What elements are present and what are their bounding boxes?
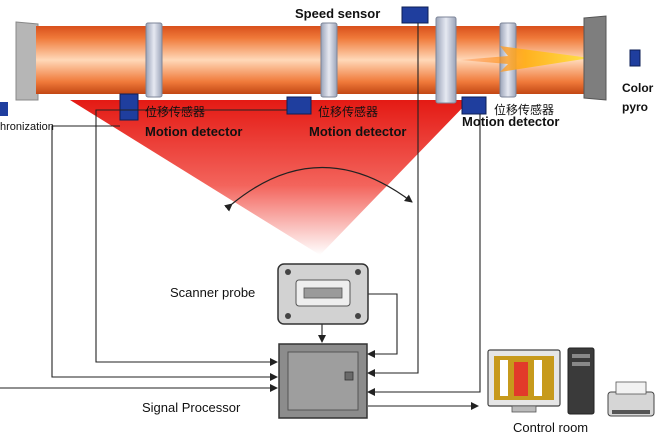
kiln-hood — [583, 15, 607, 101]
wire-motion-2 — [95, 109, 287, 366]
speed-sensor-icon — [401, 6, 429, 24]
motion-detector-icon-2 — [286, 96, 312, 115]
signal-processor-box — [278, 343, 368, 419]
motion-detector-icon-3 — [461, 96, 487, 115]
scanner-probe — [277, 263, 369, 325]
label-motion-en-2: Motion detector — [309, 124, 407, 139]
label-motion-cn-2: 位移传感器 — [318, 104, 378, 119]
wire-speed — [367, 23, 419, 377]
kiln-ring-1 — [145, 22, 163, 98]
wire-motion-1 — [51, 125, 278, 381]
wire-motion-3 — [367, 114, 481, 396]
label-motion-cn-1: 位移传感器 — [145, 104, 205, 119]
label-control-room: Control room — [513, 420, 588, 435]
label-speed-sensor: Speed sensor — [295, 6, 380, 21]
kiln-ring-2 — [320, 22, 338, 98]
label-signal-processor: Signal Processor — [142, 400, 241, 415]
kiln-left-end — [15, 21, 39, 101]
label-color-pyrometer-1: Color — [622, 81, 654, 95]
burner-flame — [460, 46, 590, 72]
pyrometer-icon — [629, 49, 641, 67]
label-motion-en-1: Motion detector — [145, 124, 243, 139]
scan-cone — [70, 100, 470, 255]
printer — [607, 381, 655, 417]
scan-angle-arc — [224, 166, 413, 212]
wire-scanner — [367, 293, 398, 358]
label-motion-cn-3: 位移传感器 — [494, 102, 554, 117]
computer-tower — [567, 347, 595, 415]
label-color-pyrometer-2: pyro — [622, 100, 648, 114]
motion-detector-icon-1 — [119, 93, 139, 121]
sync-sensor-icon — [0, 102, 8, 116]
label-synchronization: hronization — [0, 121, 54, 133]
kiln-ring-3 — [435, 16, 457, 104]
label-motion-en-3: Motion detector — [462, 114, 560, 129]
control-room-monitor — [487, 349, 561, 413]
label-scanner-probe: Scanner probe — [170, 285, 255, 300]
